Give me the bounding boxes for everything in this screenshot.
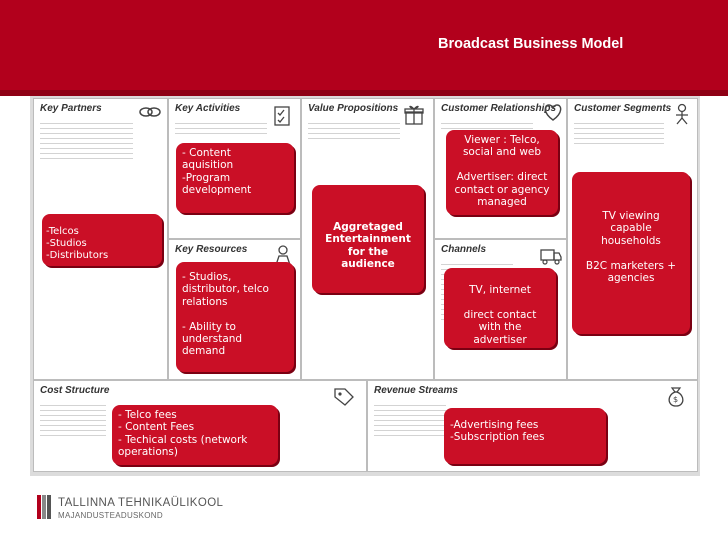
- note-customer-relationships: Viewer : Telco, social and web Advertise…: [446, 130, 558, 215]
- note-key-resources: - Studios, distributor, telco relations …: [176, 262, 294, 372]
- university-name: TALLINNA TEHNIKAÜLIKOOL: [58, 497, 224, 509]
- customer-segments-title: Customer Segments: [574, 103, 672, 114]
- worker-icon: [275, 245, 291, 266]
- key-resources-title: Key Resources: [175, 244, 248, 255]
- note-cost-structure: - Telco fees - Content Fees - Techical c…: [112, 405, 278, 465]
- value-propositions-title: Value Propositions: [308, 103, 399, 114]
- customer-relationships-questions: [441, 123, 533, 131]
- page-title: Broadcast Business Model: [438, 36, 624, 52]
- key-partners-questions: [40, 123, 134, 163]
- link-icon: [139, 107, 161, 117]
- key-activities-title: Key Activities: [175, 103, 241, 114]
- cost-structure-questions: [40, 405, 107, 437]
- gift-icon: [404, 105, 424, 125]
- truck-icon: [540, 249, 562, 265]
- cost-structure-title: Cost Structure: [40, 385, 110, 396]
- revenue-streams-title: Revenue Streams: [374, 385, 458, 396]
- svg-text:$: $: [673, 395, 678, 404]
- note-customer-segments: TV viewing capable households B2C market…: [572, 172, 690, 334]
- note-key-activities: - Content aquisition -Program developmen…: [176, 143, 294, 213]
- money-bag-icon: $: [668, 387, 684, 407]
- person-icon: [676, 103, 688, 125]
- header-banner: [0, 0, 728, 90]
- key-activities-questions: [175, 123, 267, 135]
- key-partners-title: Key Partners: [40, 103, 102, 114]
- customer-relationships-title: Customer Relationships: [441, 103, 557, 114]
- faculty-name: MAJANDUSTEADUSKOND: [58, 511, 163, 520]
- checklist-icon: [274, 106, 290, 126]
- note-key-partners: -Telcos -Studios -Distributors: [42, 214, 162, 266]
- channels-title: Channels: [441, 244, 487, 255]
- heart-icon: [544, 104, 562, 121]
- university-logo-icon: [37, 495, 51, 519]
- note-revenue-streams: -Advertising fees -Subscription fees: [444, 408, 606, 464]
- note-channels: TV, internet direct contact with the adv…: [444, 268, 556, 348]
- customer-segments-questions: [574, 123, 665, 145]
- header-stripe: [0, 90, 728, 96]
- note-value-propositions: Aggretaged Entertainment for the audienc…: [312, 185, 424, 293]
- value-propositions-questions: [308, 123, 400, 141]
- price-tag-icon: [334, 388, 354, 406]
- revenue-streams-questions: [374, 405, 447, 437]
